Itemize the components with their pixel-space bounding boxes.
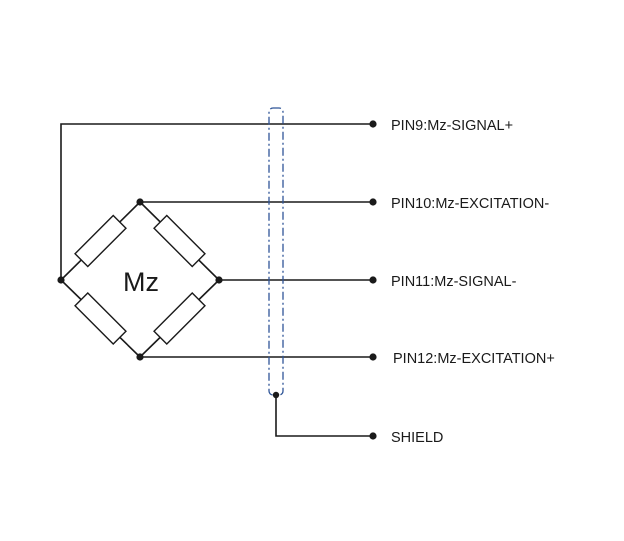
terminal-pin12 <box>369 353 377 361</box>
label-pin12: PIN12:Mz-EXCITATION+ <box>393 351 555 367</box>
junction-shield <box>272 391 280 399</box>
wire-shield <box>275 395 373 437</box>
terminal-shield <box>369 432 377 440</box>
cable-shield-outline <box>268 107 284 396</box>
junction-bottom <box>136 353 144 361</box>
terminal-pin9 <box>369 120 377 128</box>
label-pin11: PIN11:Mz-SIGNAL- <box>391 274 517 290</box>
bridge-label: Mz <box>123 267 159 297</box>
terminal-pin10 <box>369 198 377 206</box>
label-pin9: PIN9:Mz-SIGNAL+ <box>391 118 513 134</box>
terminal-pin11 <box>369 276 377 284</box>
pin-labels: PIN9:Mz-SIGNAL+ PIN10:Mz-EXCITATION- PIN… <box>391 118 555 446</box>
resistor-top-left <box>74 214 127 268</box>
junctions <box>57 120 377 440</box>
resistor-bottom-right <box>153 292 206 345</box>
label-pin10: PIN10:Mz-EXCITATION- <box>391 196 549 212</box>
resistor-bottom-left <box>74 292 127 345</box>
resistor-top-right <box>153 214 206 268</box>
junction-right <box>215 276 223 284</box>
junction-top <box>136 198 144 206</box>
label-shield: SHIELD <box>391 430 443 446</box>
junction-left <box>57 276 65 284</box>
resistors <box>74 214 206 345</box>
